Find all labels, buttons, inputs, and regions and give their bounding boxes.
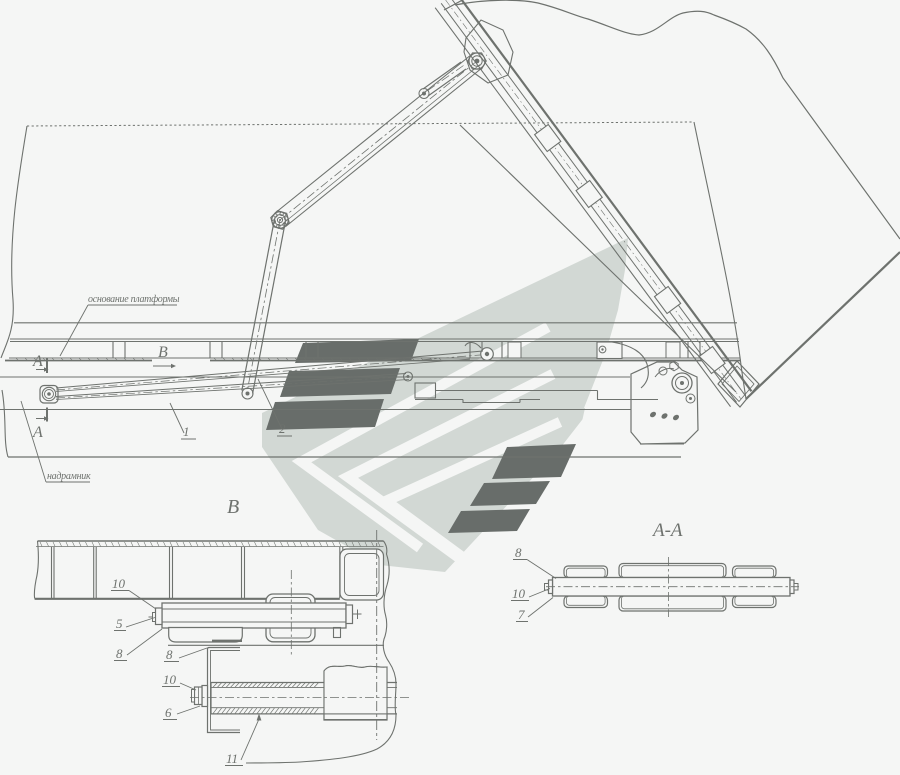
svg-text:В: В (227, 496, 239, 518)
svg-text:В: В (158, 344, 168, 361)
svg-text:10: 10 (512, 586, 526, 601)
svg-text:основание платформы: основание платформы (88, 294, 180, 305)
svg-text:А-А: А-А (651, 520, 683, 541)
svg-text:8: 8 (166, 647, 173, 662)
svg-text:А: А (32, 424, 43, 441)
svg-text:10: 10 (112, 576, 126, 591)
svg-text:7: 7 (518, 607, 525, 622)
svg-text:8: 8 (515, 545, 522, 560)
svg-text:10: 10 (163, 672, 177, 687)
svg-text:надрамник: надрамник (47, 471, 91, 482)
svg-text:5: 5 (116, 616, 123, 631)
svg-text:А: А (32, 353, 43, 370)
svg-text:1: 1 (183, 424, 190, 439)
svg-text:2: 2 (279, 421, 286, 436)
svg-text:6: 6 (165, 705, 172, 720)
svg-text:11: 11 (226, 751, 238, 766)
svg-text:8: 8 (116, 646, 123, 661)
